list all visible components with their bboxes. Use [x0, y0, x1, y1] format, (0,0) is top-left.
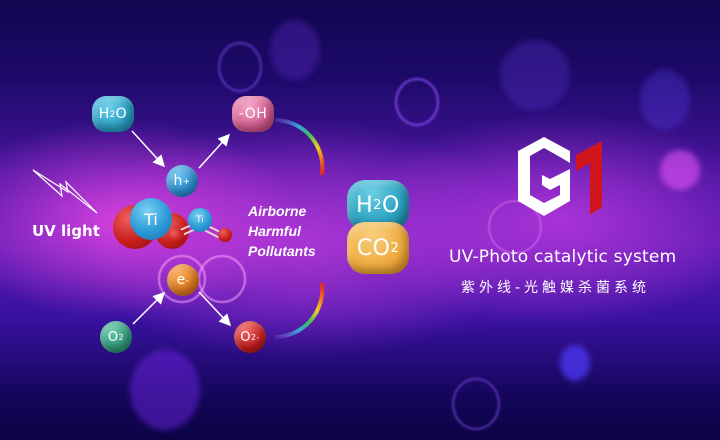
brand-logo	[518, 137, 602, 216]
logo-one-mark	[576, 141, 602, 215]
pollutants-label: Airborne Harmful Pollutants	[248, 203, 316, 259]
logo-g-mark	[518, 137, 570, 216]
uv-light-label: UV light	[32, 222, 100, 240]
titanium-atom-large: Ti	[130, 198, 172, 240]
product-title-cn: 紫外线-光触媒杀菌系统	[461, 280, 651, 296]
oxygen-atom-small	[168, 228, 184, 244]
electron-badge: e-	[167, 264, 199, 296]
hole-badge: h+	[166, 165, 198, 197]
titanium-atom-small: Ti	[188, 208, 212, 232]
oxygen-atom-small	[218, 228, 232, 242]
product-title-en: UV-Photo catalytic system	[449, 247, 677, 267]
hydroxyl-badge: -OH	[232, 96, 274, 132]
